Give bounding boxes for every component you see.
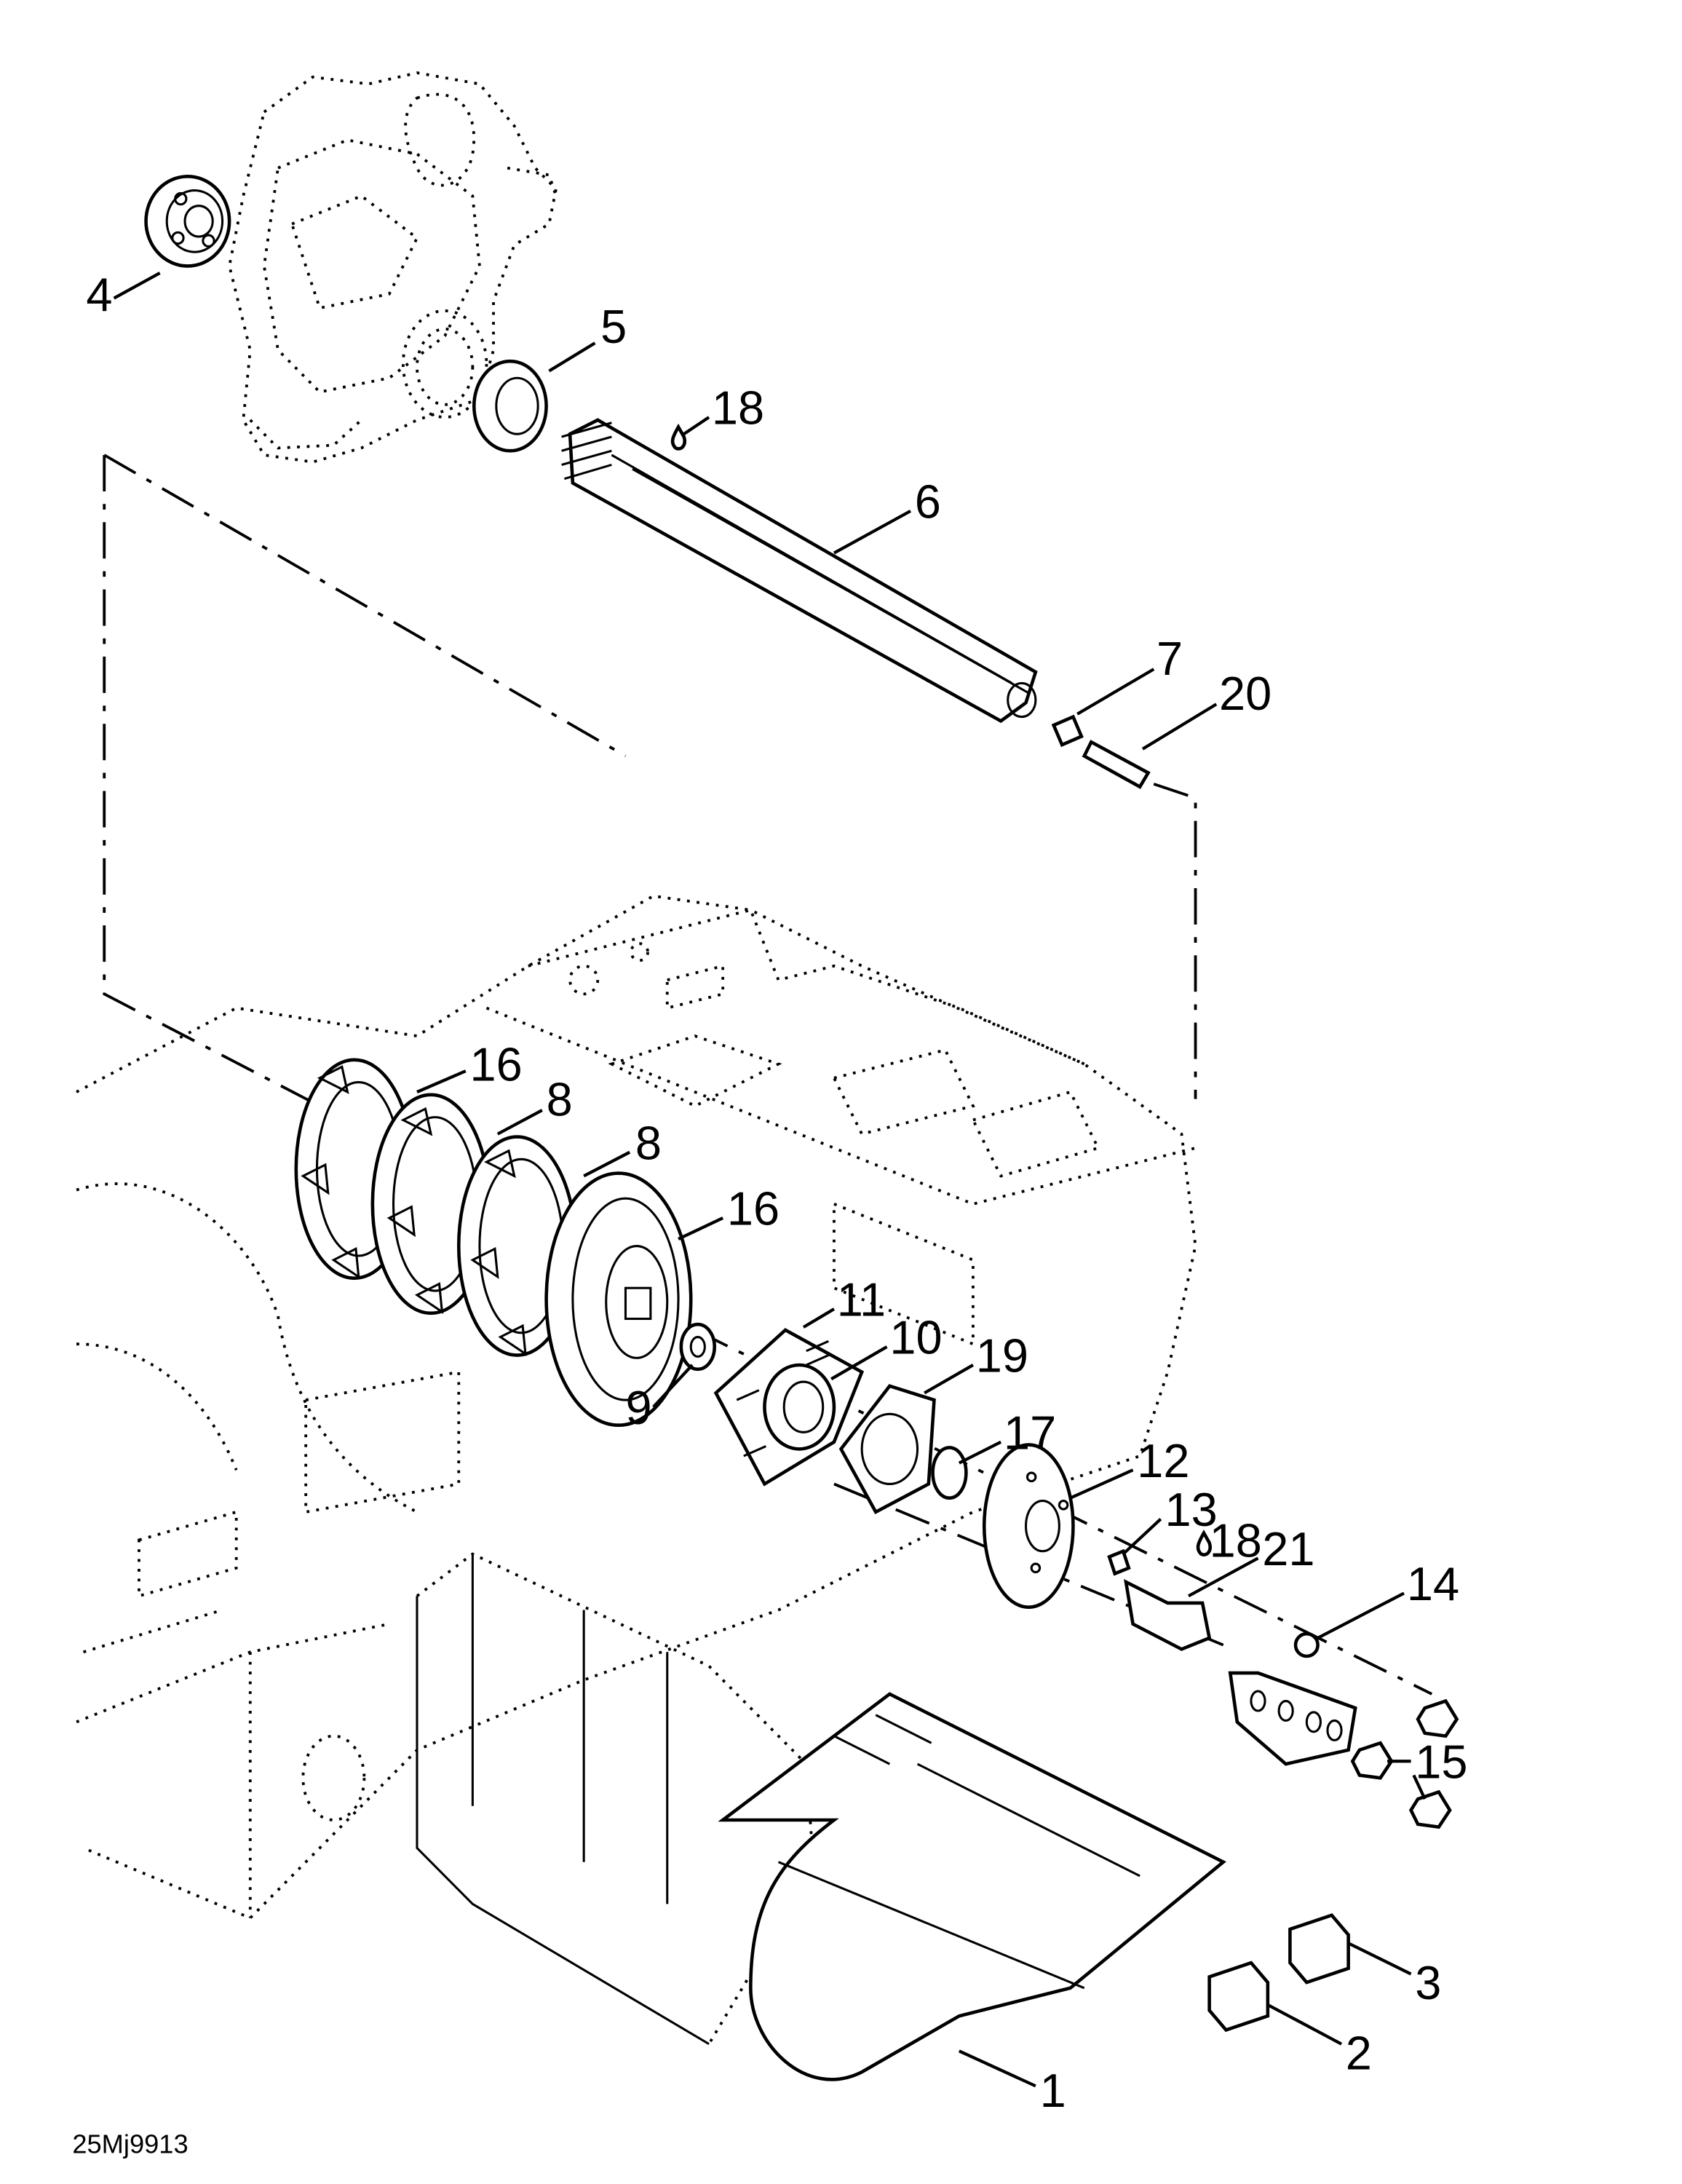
callout-3: 3 (1415, 1956, 1441, 2009)
callout-8-lower: 8 (635, 1116, 662, 1169)
clip-part-2 (1207, 1961, 1270, 2033)
drive-axle-part-6 (561, 418, 1038, 724)
grease-nipple-part-13 (1107, 1548, 1131, 1576)
bearing-part-10 (763, 1363, 836, 1451)
callout-16-upper: 16 (470, 1037, 523, 1091)
bracket-part-14 (1228, 1631, 1357, 1766)
ring-part-17 (931, 1446, 968, 1500)
pin-part-20 (1082, 740, 1151, 789)
seal-part-5 (472, 359, 548, 453)
track-part-1 (416, 1552, 1226, 2081)
alignment-frame (103, 454, 1433, 1696)
callout-20: 20 (1219, 667, 1272, 720)
callout-19: 19 (976, 1329, 1028, 1382)
flange-part-19 (838, 1384, 936, 1515)
bearing-part-4 (144, 175, 231, 268)
callout-15: 15 (1415, 1735, 1467, 1788)
callout-12: 12 (1137, 1434, 1189, 1487)
callout-16-lower: 16 (727, 1182, 779, 1235)
retainer-part-7 (1051, 714, 1084, 748)
nuts-part-15 (1350, 1698, 1459, 1829)
callout-10: 10 (889, 1310, 942, 1364)
gearcase-housing (228, 71, 558, 464)
callout-labels: 1 2 3 4 5 6 7 8 8 9 10 11 12 13 14 15 16… (86, 268, 1467, 2118)
callout-7: 7 (1157, 632, 1183, 685)
washer-part-9 (679, 1322, 716, 1372)
disc-part-12 (982, 1443, 1075, 1609)
callout-21: 21 (1262, 1522, 1314, 1575)
callout-8-upper: 8 (547, 1072, 573, 1125)
callout-9: 9 (625, 1381, 651, 1434)
callout-13: 13 (1165, 1483, 1218, 1536)
callout-17: 17 (1004, 1406, 1056, 1459)
figure-code: 25Mj9913 (72, 2129, 188, 2159)
chassis-tunnel (76, 894, 1197, 1920)
lubricant-drop-icon (670, 423, 686, 451)
sprocket-assembly (294, 1058, 693, 1428)
sensor-part-21 (1124, 1578, 1212, 1651)
leader-lines (113, 272, 1427, 2088)
callout-1: 1 (1040, 2064, 1066, 2117)
lubricant-drop-icon (1196, 1530, 1212, 1556)
callout-18-lower: 18 (1210, 1514, 1262, 1567)
callout-5: 5 (600, 300, 627, 353)
callout-11: 11 (837, 1273, 886, 1326)
callout-2: 2 (1346, 2026, 1372, 2079)
clip-part-3 (1288, 1913, 1350, 1985)
callout-18-upper: 18 (712, 381, 764, 434)
callout-6: 6 (915, 475, 941, 528)
callout-14: 14 (1407, 1557, 1459, 1610)
callout-4: 4 (86, 268, 112, 321)
